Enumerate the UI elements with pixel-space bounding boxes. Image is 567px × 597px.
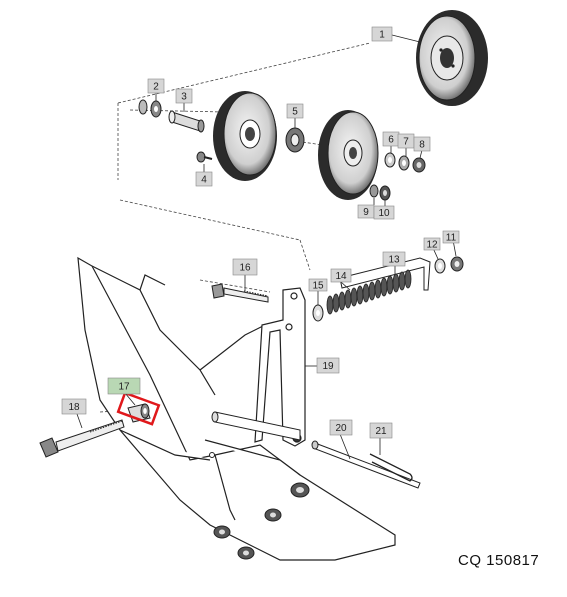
callout-number: 19 xyxy=(322,361,334,372)
callout-box xyxy=(373,205,395,220)
washer-7 xyxy=(398,155,410,171)
callout-box xyxy=(330,268,352,283)
nut-8 xyxy=(412,157,426,173)
callout-7: 7 xyxy=(397,133,415,149)
highlight-box-17 xyxy=(116,391,161,426)
callout-10: 10 xyxy=(373,205,395,220)
callout-box xyxy=(107,377,141,395)
callout-box xyxy=(371,26,393,42)
callout-box xyxy=(147,78,165,94)
nut-10 xyxy=(379,185,391,201)
callout-number: 9 xyxy=(363,207,369,218)
callout-number: 8 xyxy=(419,140,425,151)
washer-15 xyxy=(312,304,324,322)
nut-11 xyxy=(450,256,464,272)
callout-box xyxy=(195,171,213,187)
callout-box xyxy=(286,103,304,119)
callout-9: 9 xyxy=(357,204,375,219)
callout-number: 7 xyxy=(403,137,409,148)
callout-17: 17 xyxy=(107,377,141,395)
frame-bolts xyxy=(209,452,310,560)
callout-box xyxy=(369,422,393,439)
callout-number: 4 xyxy=(201,175,207,186)
callout-box xyxy=(442,230,460,244)
spacer-tube-3 xyxy=(168,110,205,133)
bearing-5 xyxy=(285,127,305,153)
callout-number: 20 xyxy=(335,423,347,434)
pulley-front xyxy=(318,110,379,200)
callout-box xyxy=(423,237,441,251)
callout-19: 19 xyxy=(316,357,340,374)
callout-number: 1 xyxy=(379,30,385,41)
callout-box xyxy=(329,419,353,436)
callout-box xyxy=(61,398,87,415)
callout-number: 16 xyxy=(239,263,251,274)
bolt-16 xyxy=(211,283,269,303)
callout-1: 1 xyxy=(371,26,393,42)
callout-box xyxy=(308,278,328,292)
clip-21 xyxy=(369,453,413,482)
bolt-4 xyxy=(196,151,213,163)
pin-20 xyxy=(311,440,421,489)
callout-box xyxy=(413,136,431,152)
callout-11: 11 xyxy=(442,230,460,244)
callout-6: 6 xyxy=(382,131,400,147)
callout-number: 2 xyxy=(153,82,159,93)
washer-6 xyxy=(384,152,396,168)
callout-2: 2 xyxy=(147,78,165,94)
callout-21: 21 xyxy=(369,422,393,439)
callout-5: 5 xyxy=(286,103,304,119)
callout-number: 17 xyxy=(118,382,130,393)
callout-8: 8 xyxy=(413,136,431,152)
callout-number: 15 xyxy=(312,281,324,292)
callout-box xyxy=(175,88,193,104)
reference-code: CQ 150817 xyxy=(458,552,540,569)
callout-number: 18 xyxy=(68,402,80,413)
nut-9 xyxy=(369,184,379,198)
callout-3: 3 xyxy=(175,88,193,104)
shaft xyxy=(211,411,301,441)
callout-number: 12 xyxy=(426,240,438,251)
pulley-large-1 xyxy=(416,10,488,106)
callout-13: 13 xyxy=(382,251,406,267)
spring-rod-13 xyxy=(339,257,431,291)
callout-number: 11 xyxy=(446,233,457,244)
spring-14 xyxy=(326,269,412,315)
callout-12: 12 xyxy=(423,237,441,251)
callout-box xyxy=(232,258,258,276)
callout-number: 13 xyxy=(388,255,400,266)
callout-16: 16 xyxy=(232,258,258,276)
callout-4: 4 xyxy=(195,171,213,187)
callout-14: 14 xyxy=(330,268,352,283)
callout-15: 15 xyxy=(308,278,328,292)
callout-number: 21 xyxy=(375,426,387,437)
callout-18: 18 xyxy=(61,398,87,415)
leader-lines xyxy=(76,34,457,460)
bolt-18 xyxy=(39,419,125,458)
callout-box xyxy=(316,357,340,374)
callout-20: 20 xyxy=(329,419,353,436)
callout-number: 3 xyxy=(181,92,187,103)
callout-number: 14 xyxy=(335,271,347,282)
callout-number: 10 xyxy=(378,208,390,219)
washer-12 xyxy=(434,258,446,274)
callout-number: 6 xyxy=(388,135,394,146)
pulley-middle xyxy=(213,91,277,181)
washer-2 xyxy=(138,99,162,118)
callout-number: 5 xyxy=(292,107,298,118)
callout-box xyxy=(382,251,406,267)
